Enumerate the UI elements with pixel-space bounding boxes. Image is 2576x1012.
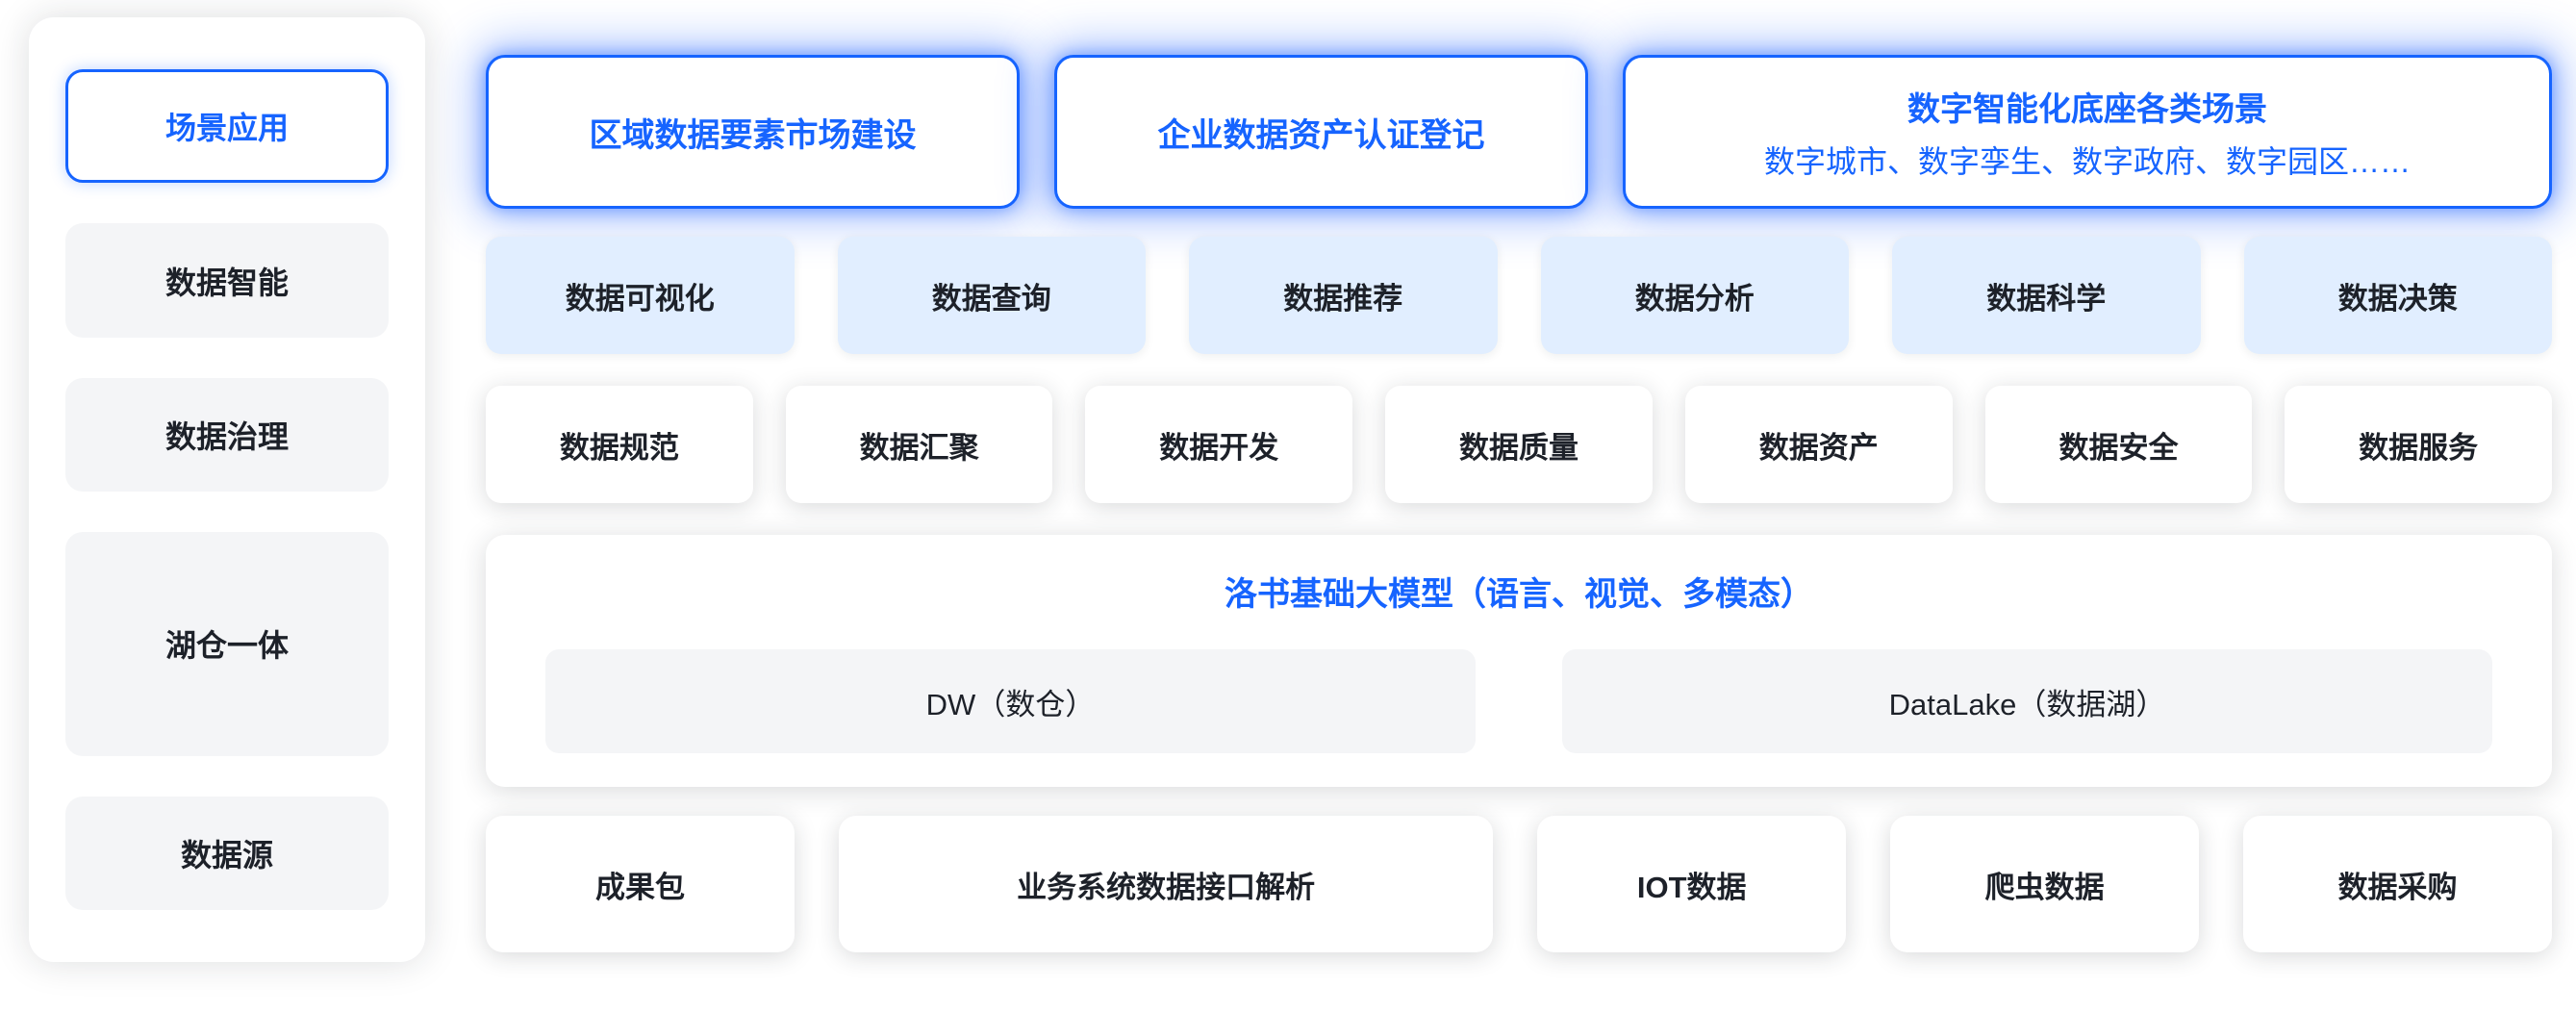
app-box-data-visualization: 数据可视化 [486, 237, 795, 354]
model-box-datalake: DataLake（数据湖） [1562, 649, 2492, 753]
model-box-dw: DW（数仓） [545, 649, 1476, 753]
scene-box-title: 数字智能化底座各类场景 [1907, 90, 2267, 128]
cap-box-data-development: 数据开发 [1085, 386, 1353, 503]
foundation-model-row: DW（数仓） DataLake（数据湖） [545, 649, 2492, 753]
app-box-data-recommendation: 数据推荐 [1189, 237, 1498, 354]
scene-box-title: 企业数据资产认证登记 [1157, 116, 1485, 154]
app-box-data-query: 数据查询 [837, 237, 1146, 354]
app-box-data-analysis: 数据分析 [1540, 237, 1849, 354]
data-governance-row: 数据规范 数据汇聚 数据开发 数据质量 数据资产 数据安全 数据服务 [486, 386, 2553, 503]
layer-item-data-intelligence: 数据智能 [65, 223, 389, 338]
layer-panel: 场景应用 数据智能 数据治理 湖仓一体 数据源 [29, 17, 425, 962]
scene-box-enterprise-data-asset: 企业数据资产认证登记 [1054, 55, 1588, 209]
src-box-result-package: 成果包 [486, 816, 795, 952]
cap-box-data-standard: 数据规范 [486, 386, 753, 503]
scene-box-digital-intelligence-base: 数字智能化底座各类场景 数字城市、数字孪生、数字政府、数字园区…… [1623, 55, 2552, 209]
layer-item-data-source: 数据源 [65, 796, 389, 910]
src-box-crawler-data: 爬虫数据 [1890, 816, 2200, 952]
app-box-data-science: 数据科学 [1892, 237, 2201, 354]
data-source-row: 成果包 业务系统数据接口解析 IOT数据 爬虫数据 数据采购 [486, 816, 2553, 952]
cap-box-data-security: 数据安全 [1984, 386, 2253, 503]
cap-box-data-asset: 数据资产 [1684, 386, 1953, 503]
diagram-main: 区域数据要素市场建设 企业数据资产认证登记 数字智能化底座各类场景 数字城市、数… [486, 55, 2553, 952]
cap-box-data-quality: 数据质量 [1385, 386, 1653, 503]
app-box-data-decision: 数据决策 [2243, 237, 2552, 354]
foundation-model-title: 洛书基础大模型（语言、视觉、多模态） [1225, 576, 1813, 613]
cap-box-data-service: 数据服务 [2285, 386, 2553, 503]
layer-item-lakehouse: 湖仓一体 [65, 532, 389, 756]
scene-box-title: 区域数据要素市场建设 [589, 116, 917, 154]
src-box-data-purchase: 数据采购 [2243, 816, 2553, 952]
src-box-iot-data: IOT数据 [1537, 816, 1847, 952]
layer-item-scene-application: 场景应用 [65, 69, 389, 184]
cap-box-data-aggregation: 数据汇聚 [785, 386, 1053, 503]
scene-box-regional-data-market: 区域数据要素市场建设 [486, 55, 1020, 209]
foundation-model-section: 洛书基础大模型（语言、视觉、多模态） DW（数仓） DataLake（数据湖） [486, 535, 2552, 787]
data-intelligence-row: 数据可视化 数据查询 数据推荐 数据分析 数据科学 数据决策 [486, 237, 2552, 354]
scene-application-row: 区域数据要素市场建设 企业数据资产认证登记 数字智能化底座各类场景 数字城市、数… [486, 55, 2552, 209]
layer-item-data-governance: 数据治理 [65, 377, 389, 493]
scene-box-subtitle: 数字城市、数字孪生、数字政府、数字园区…… [1763, 143, 2411, 179]
src-box-business-system-api: 业务系统数据接口解析 [838, 816, 1494, 952]
